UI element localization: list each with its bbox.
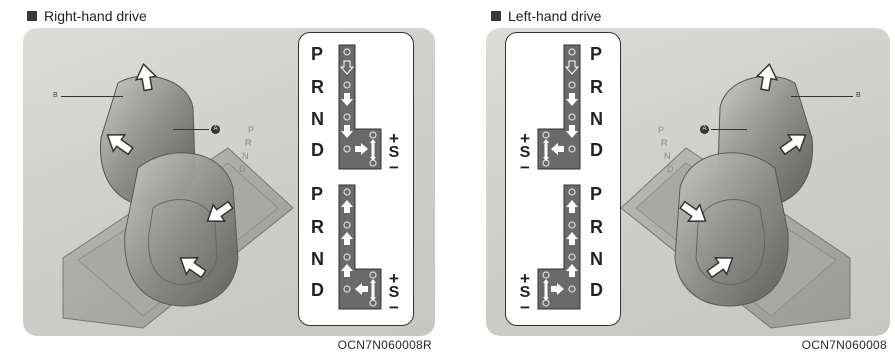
callout-line-b bbox=[791, 96, 853, 97]
gear-letter-d: D bbox=[590, 280, 603, 300]
callout-label-a: A bbox=[211, 125, 220, 134]
section-title: Left-hand drive bbox=[508, 8, 602, 24]
gear-letter-d: D bbox=[311, 280, 324, 300]
shift-gate-panel: P R N D bbox=[298, 32, 414, 326]
gear-letter-n: N bbox=[311, 109, 324, 129]
shift-lever-figure: P R N D B A P R N D bbox=[23, 28, 435, 336]
gate-diagram bbox=[537, 184, 581, 310]
gear-letter-p: P bbox=[311, 184, 324, 204]
gear-letter-p: P bbox=[590, 184, 603, 204]
callout-label-b: B bbox=[856, 92, 861, 99]
svg-text:N: N bbox=[664, 151, 671, 161]
figure-code: OCN7N060008R bbox=[337, 338, 432, 352]
gear-letter-d: D bbox=[311, 140, 324, 160]
gear-letter-r: R bbox=[590, 77, 603, 97]
svg-text:N: N bbox=[242, 151, 249, 161]
minus-label: − bbox=[389, 298, 399, 317]
svg-text:D: D bbox=[239, 164, 246, 174]
gear-letter-n: N bbox=[311, 249, 324, 269]
minus-label: − bbox=[520, 158, 530, 177]
shift-lever-figure: P R N D A B + S − bbox=[486, 28, 890, 336]
minus-label: − bbox=[389, 158, 399, 177]
callout-line-b bbox=[61, 96, 123, 97]
square-bullet-icon bbox=[27, 11, 37, 21]
left-hand-drive-section: Left-hand drive P R N D A B + S − bbox=[455, 0, 895, 354]
gear-letter-p: P bbox=[590, 44, 603, 64]
minus-label: − bbox=[520, 298, 530, 317]
right-hand-drive-section: Right-hand drive P R N D B A bbox=[0, 0, 440, 354]
svg-text:P: P bbox=[658, 125, 664, 135]
gear-letter-d: D bbox=[590, 140, 603, 160]
shift-lever-illustration: P R N D bbox=[620, 62, 851, 329]
gear-letter-n: N bbox=[590, 249, 603, 269]
sport-mode-label: S bbox=[519, 284, 531, 301]
shift-lever-illustration: P R N D bbox=[62, 62, 294, 329]
callout-line-a bbox=[711, 129, 747, 130]
gear-letter-r: R bbox=[311, 77, 324, 97]
section-heading: Right-hand drive bbox=[27, 8, 147, 24]
sport-mode-label: S bbox=[388, 144, 400, 161]
sport-mode-label: S bbox=[519, 144, 531, 161]
shift-gate-panel: + S − bbox=[505, 32, 621, 326]
plus-label: + bbox=[520, 269, 530, 288]
sport-mode-label: S bbox=[388, 284, 400, 301]
gate-diagram bbox=[537, 44, 581, 170]
svg-text:R: R bbox=[245, 138, 252, 148]
callout-line-a bbox=[173, 129, 209, 130]
callout-label-b: B bbox=[53, 92, 58, 99]
gear-letter-r: R bbox=[311, 217, 324, 237]
callout-label-a: A bbox=[700, 125, 709, 134]
plus-label: + bbox=[389, 269, 399, 288]
gate-diagram bbox=[338, 184, 382, 310]
plus-label: + bbox=[520, 129, 530, 148]
svg-text:R: R bbox=[661, 138, 668, 148]
section-title: Right-hand drive bbox=[44, 8, 147, 24]
gear-letter-n: N bbox=[590, 109, 603, 129]
gear-letter-p: P bbox=[311, 44, 324, 64]
figure-code: OCN7N060008 bbox=[801, 338, 887, 352]
svg-text:D: D bbox=[667, 164, 674, 174]
gear-letter-r: R bbox=[590, 217, 603, 237]
svg-text:P: P bbox=[248, 125, 254, 135]
section-heading: Left-hand drive bbox=[491, 8, 601, 24]
square-bullet-icon bbox=[491, 11, 501, 21]
gate-diagram bbox=[338, 44, 382, 170]
plus-label: + bbox=[389, 129, 399, 148]
